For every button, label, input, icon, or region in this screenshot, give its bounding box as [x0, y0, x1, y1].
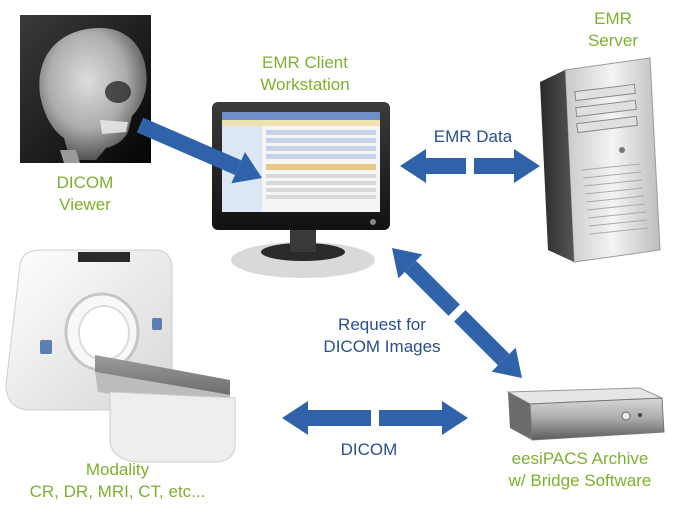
archive-line1: eesiPACS Archive: [511, 449, 649, 468]
arrow-dicom: [282, 401, 468, 435]
arrow-emr-data-head-end: [514, 149, 540, 183]
pacs-archive-box: [506, 387, 665, 441]
edge-label-dicom: DICOM: [334, 439, 404, 461]
arrow-viewer-to-workstation: [136, 117, 262, 184]
modality-line2: CR, DR, MRI, CT, etc...: [29, 482, 206, 501]
dicom-edge-text: DICOM: [340, 440, 398, 459]
arrow-request-dicom-shaft-1: [404, 260, 460, 316]
emr-client-line1: EMR Client: [262, 53, 348, 72]
node-label-emr-client: EMR Client Workstation: [240, 52, 370, 96]
dicom-viewer-line1: DICOM: [56, 173, 114, 192]
emr-server-line1: EMR: [594, 9, 632, 28]
node-label-archive: eesiPACS Archive w/ Bridge Software: [490, 448, 670, 492]
dicom-viewer-line2: Viewer: [59, 195, 111, 214]
ct-scanner: [5, 249, 236, 463]
arrow-emr-data-head-start: [400, 149, 426, 183]
arrow-request-dicom-head-end: [491, 347, 522, 378]
arrow-dicom-head-start: [282, 401, 308, 435]
request-line1: Request for: [338, 315, 426, 334]
emr-server-tower: [540, 57, 661, 263]
arrow-viewer-to-workstation-head-end: [231, 152, 262, 184]
workstation-monitor: [212, 102, 390, 278]
node-label-dicom-viewer: DICOM Viewer: [45, 172, 125, 216]
arrow-dicom-head-end: [442, 401, 468, 435]
node-label-modality: Modality CR, DR, MRI, CT, etc...: [10, 459, 225, 503]
arrow-emr-data: [400, 149, 540, 183]
arrow-request-dicom-shaft-2: [454, 310, 510, 366]
emr-data-text: EMR Data: [433, 127, 513, 146]
emr-server-line2: Server: [587, 31, 639, 50]
archive-line2: w/ Bridge Software: [508, 471, 652, 490]
edge-label-emr-data: EMR Data: [418, 126, 528, 148]
modality-line1: Modality: [85, 460, 150, 479]
emr-client-line2: Workstation: [260, 75, 350, 94]
arrows-layer: [136, 117, 540, 435]
edge-label-request: Request for DICOM Images: [312, 314, 452, 358]
xray-image: [20, 15, 151, 163]
request-line2: DICOM Images: [323, 337, 441, 356]
arrow-request-dicom: [392, 248, 522, 378]
node-label-emr-server: EMR Server: [578, 8, 648, 52]
arrow-viewer-to-workstation-shaft-1: [136, 117, 242, 175]
arrow-request-dicom-head-start: [392, 248, 423, 279]
